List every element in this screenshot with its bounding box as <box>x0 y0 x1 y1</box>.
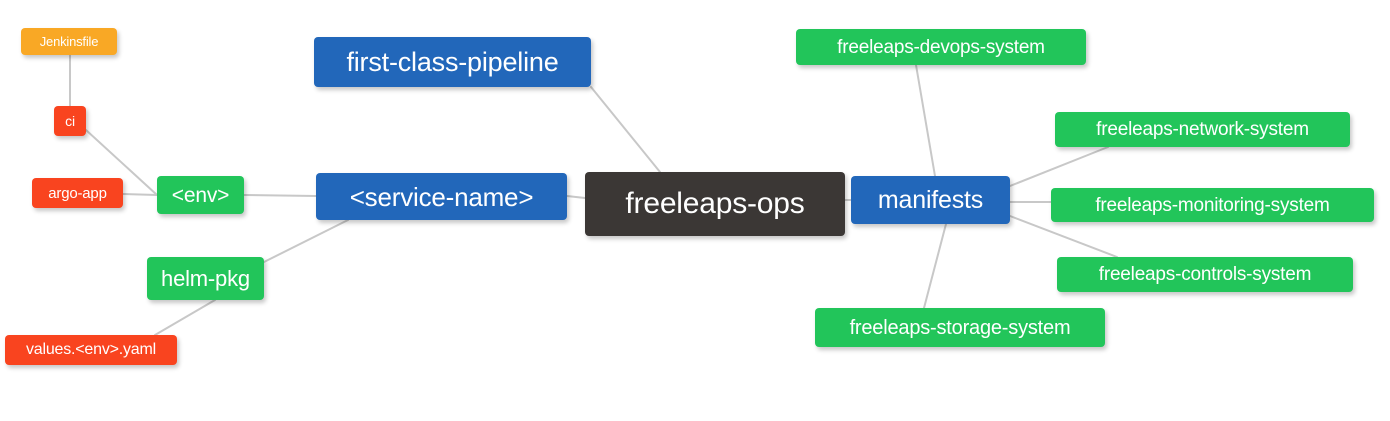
mindmap-node-argo-app[interactable]: argo-app <box>32 178 123 208</box>
edge-env-to-service-name <box>243 194 317 197</box>
edge-pipeline-to-root <box>590 86 661 173</box>
mindmap-node-jenkinsfile[interactable]: Jenkinsfile <box>21 28 117 55</box>
mindmap-node-values-yaml[interactable]: values.<env>.yaml <box>5 335 177 365</box>
mindmap-node-controls-sys[interactable]: freeleaps-controls-system <box>1057 257 1353 292</box>
edge-manifests-to-devops-sys <box>915 64 936 177</box>
edge-helm-pkg-to-service-name <box>263 219 349 263</box>
mindmap-node-devops-sys[interactable]: freeleaps-devops-system <box>796 29 1086 65</box>
mindmap-node-env[interactable]: <env> <box>157 176 244 214</box>
mindmap-node-service-name[interactable]: <service-name> <box>316 173 567 220</box>
edge-manifests-to-controls-sys <box>1009 215 1118 258</box>
edge-values-yaml-to-helm-pkg <box>154 299 216 336</box>
mindmap-node-ci[interactable]: ci <box>54 106 86 136</box>
mindmap-node-pipeline[interactable]: first-class-pipeline <box>314 37 591 87</box>
mindmap-node-monitoring-sys[interactable]: freeleaps-monitoring-system <box>1051 188 1374 222</box>
mindmap-node-storage-sys[interactable]: freeleaps-storage-system <box>815 308 1105 347</box>
mindmap-node-root[interactable]: freeleaps-ops <box>585 172 845 236</box>
edge-manifests-to-network-sys <box>1009 146 1109 187</box>
edge-manifests-to-storage-sys <box>923 223 947 309</box>
mindmap-node-manifests[interactable]: manifests <box>851 176 1010 224</box>
mindmap-node-network-sys[interactable]: freeleaps-network-system <box>1055 112 1350 147</box>
mindmap-node-helm-pkg[interactable]: helm-pkg <box>147 257 264 300</box>
edge-argo-app-to-env <box>122 193 158 196</box>
edge-service-name-to-root <box>566 195 586 199</box>
